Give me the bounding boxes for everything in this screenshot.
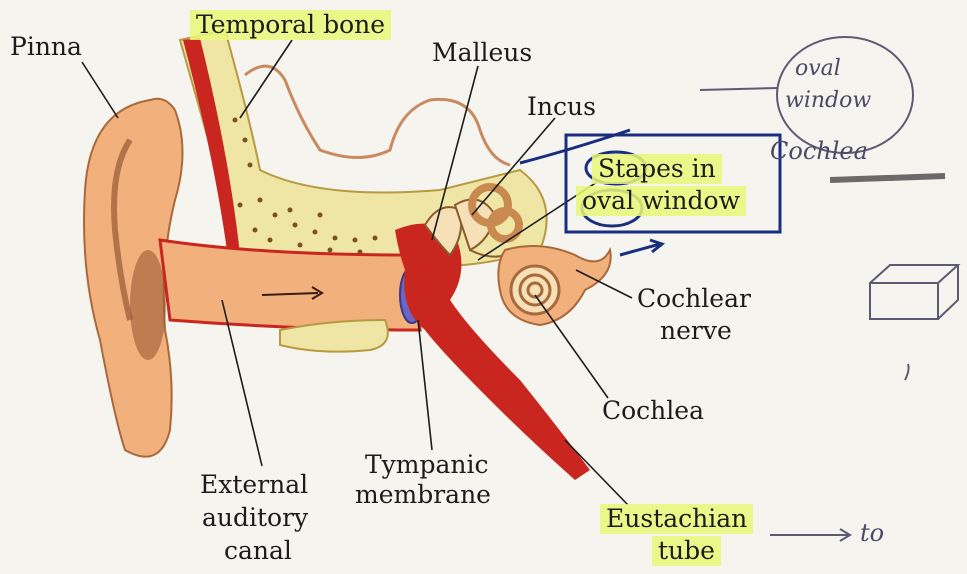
- label-cochlea: Cochlea: [602, 396, 704, 426]
- note-window: window: [785, 90, 871, 112]
- label-tympanic-line1: Tympanic: [365, 450, 489, 480]
- label-external-line3: canal: [224, 536, 292, 566]
- label-external-line2: auditory: [202, 503, 308, 533]
- note-oval: oval: [795, 58, 841, 80]
- label-cochlear-nerve-line2: nerve: [660, 316, 732, 346]
- label-tympanic-line2: membrane: [355, 480, 491, 510]
- bone-folds: [245, 66, 510, 165]
- canal-shape: [160, 240, 420, 330]
- label-malleus: Malleus: [432, 38, 532, 68]
- label-stapes-line2: oval window: [576, 186, 746, 216]
- label-stapes-line1: Stapes in: [592, 154, 722, 184]
- label-incus: Incus: [527, 92, 596, 122]
- cochlea-shape: [498, 246, 610, 325]
- note-cochlea: Cochlea: [770, 140, 868, 162]
- label-temporal-bone: Temporal bone: [190, 10, 391, 40]
- label-eustachian-line1: Eustachian: [600, 504, 753, 534]
- label-eustachian-line2: tube: [652, 536, 721, 566]
- label-external-line1: External: [200, 470, 308, 500]
- label-cochlear-nerve-line1: Cochlear: [637, 284, 751, 314]
- note-to: to: [860, 522, 884, 544]
- label-pinna: Pinna: [10, 32, 82, 62]
